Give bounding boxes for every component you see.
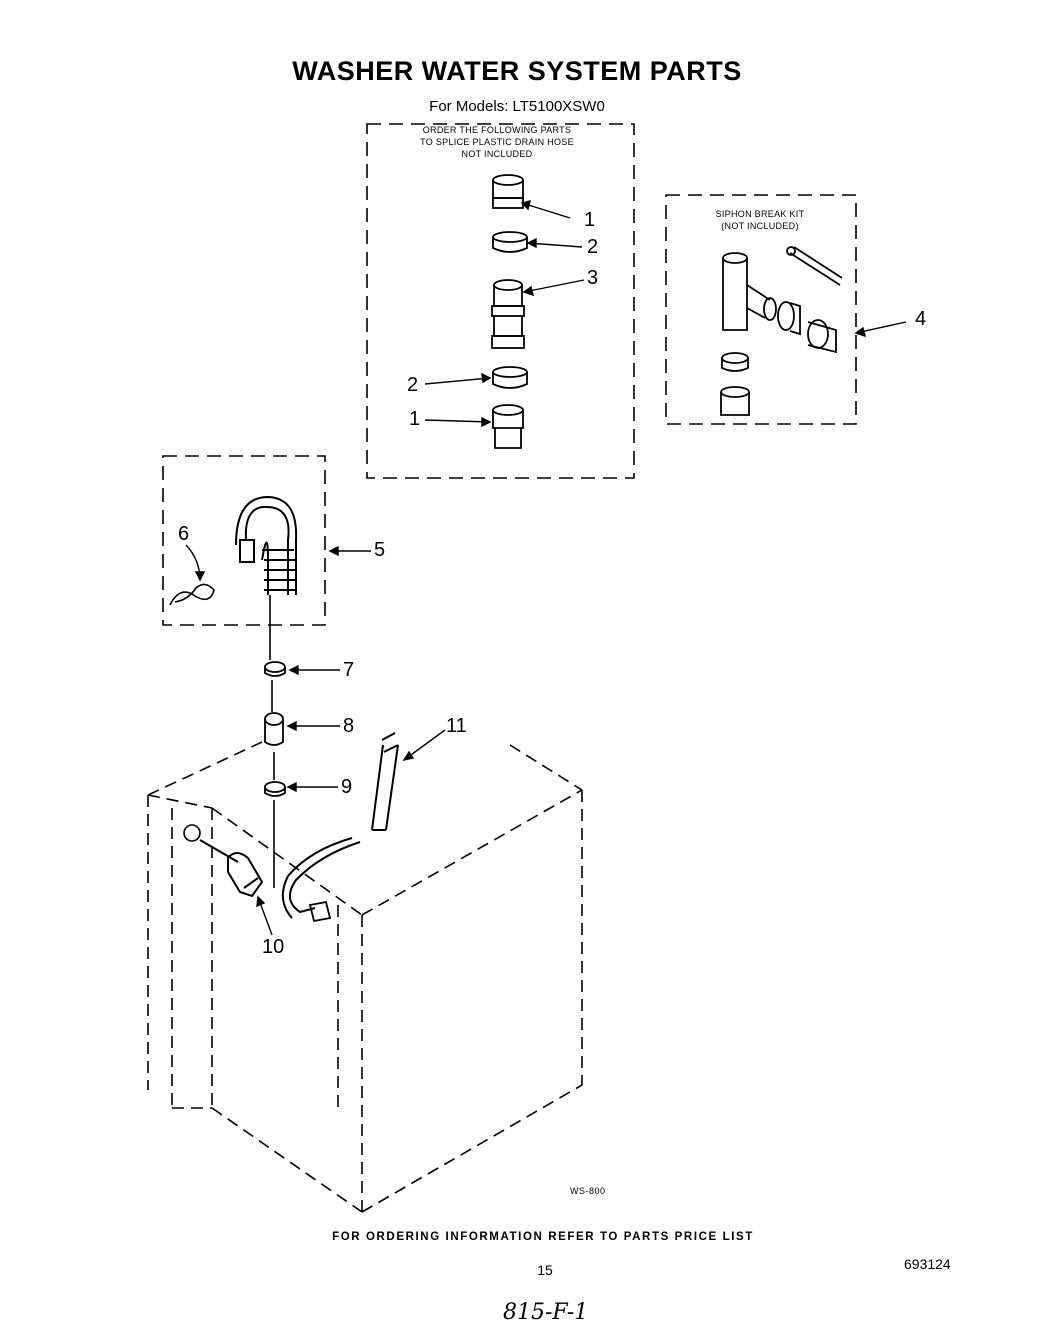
page-number: 15 xyxy=(537,1262,553,1278)
splice-note: ORDER THE FOLLOWING PARTS TO SPLICE PLAS… xyxy=(392,124,602,160)
callout-10: 10 xyxy=(262,936,285,958)
page-title: WASHER WATER SYSTEM PARTS xyxy=(292,56,742,86)
fill-hose xyxy=(371,732,399,831)
drain-fitting xyxy=(199,839,264,898)
washer-cabinet xyxy=(147,741,583,1213)
callout-9: 9 xyxy=(341,776,353,798)
drain-hose-box xyxy=(162,455,326,626)
leader-lines xyxy=(185,200,907,936)
siphon-note-line: SIPHON BREAK KIT xyxy=(715,209,805,219)
callout-8: 8 xyxy=(343,715,355,737)
models-subtitle: For Models: LT5100XSW0 xyxy=(429,98,605,115)
callout-2-bottom: 2 xyxy=(407,374,419,396)
siphon-note: SIPHON BREAK KIT (NOT INCLUDED) xyxy=(690,208,830,232)
splice-note-line: NOT INCLUDED xyxy=(461,149,533,159)
hose-clip xyxy=(169,583,215,606)
callout-1-top: 1 xyxy=(584,209,596,231)
callout-5: 5 xyxy=(374,539,386,561)
splice-note-line: ORDER THE FOLLOWING PARTS xyxy=(422,125,572,135)
callout-4: 4 xyxy=(915,308,927,330)
inlet-hose xyxy=(281,837,361,919)
callout-1-bottom: 1 xyxy=(409,408,421,430)
callout-2-top: 2 xyxy=(587,236,599,258)
callout-6: 6 xyxy=(178,523,190,545)
siphon-note-line: (NOT INCLUDED) xyxy=(721,221,799,231)
splice-kit-box xyxy=(366,123,635,479)
splice-note-line: TO SPLICE PLASTIC DRAIN HOSE xyxy=(420,137,574,147)
callout-11: 11 xyxy=(446,715,467,737)
siphon-parts xyxy=(720,246,843,416)
callout-3: 3 xyxy=(587,267,599,289)
handwritten-note: 815-F-1 xyxy=(503,1300,589,1325)
drain-hose xyxy=(235,495,298,595)
siphon-kit-box xyxy=(665,194,857,425)
hose-line xyxy=(269,595,275,888)
callout-7: 7 xyxy=(343,659,355,681)
document-number: 693124 xyxy=(904,1256,951,1272)
ordering-footer: FOR ORDERING INFORMATION REFER TO PARTS … xyxy=(332,1231,754,1243)
drawing-number: WS-800 xyxy=(570,1186,606,1196)
splice-parts xyxy=(491,174,528,449)
